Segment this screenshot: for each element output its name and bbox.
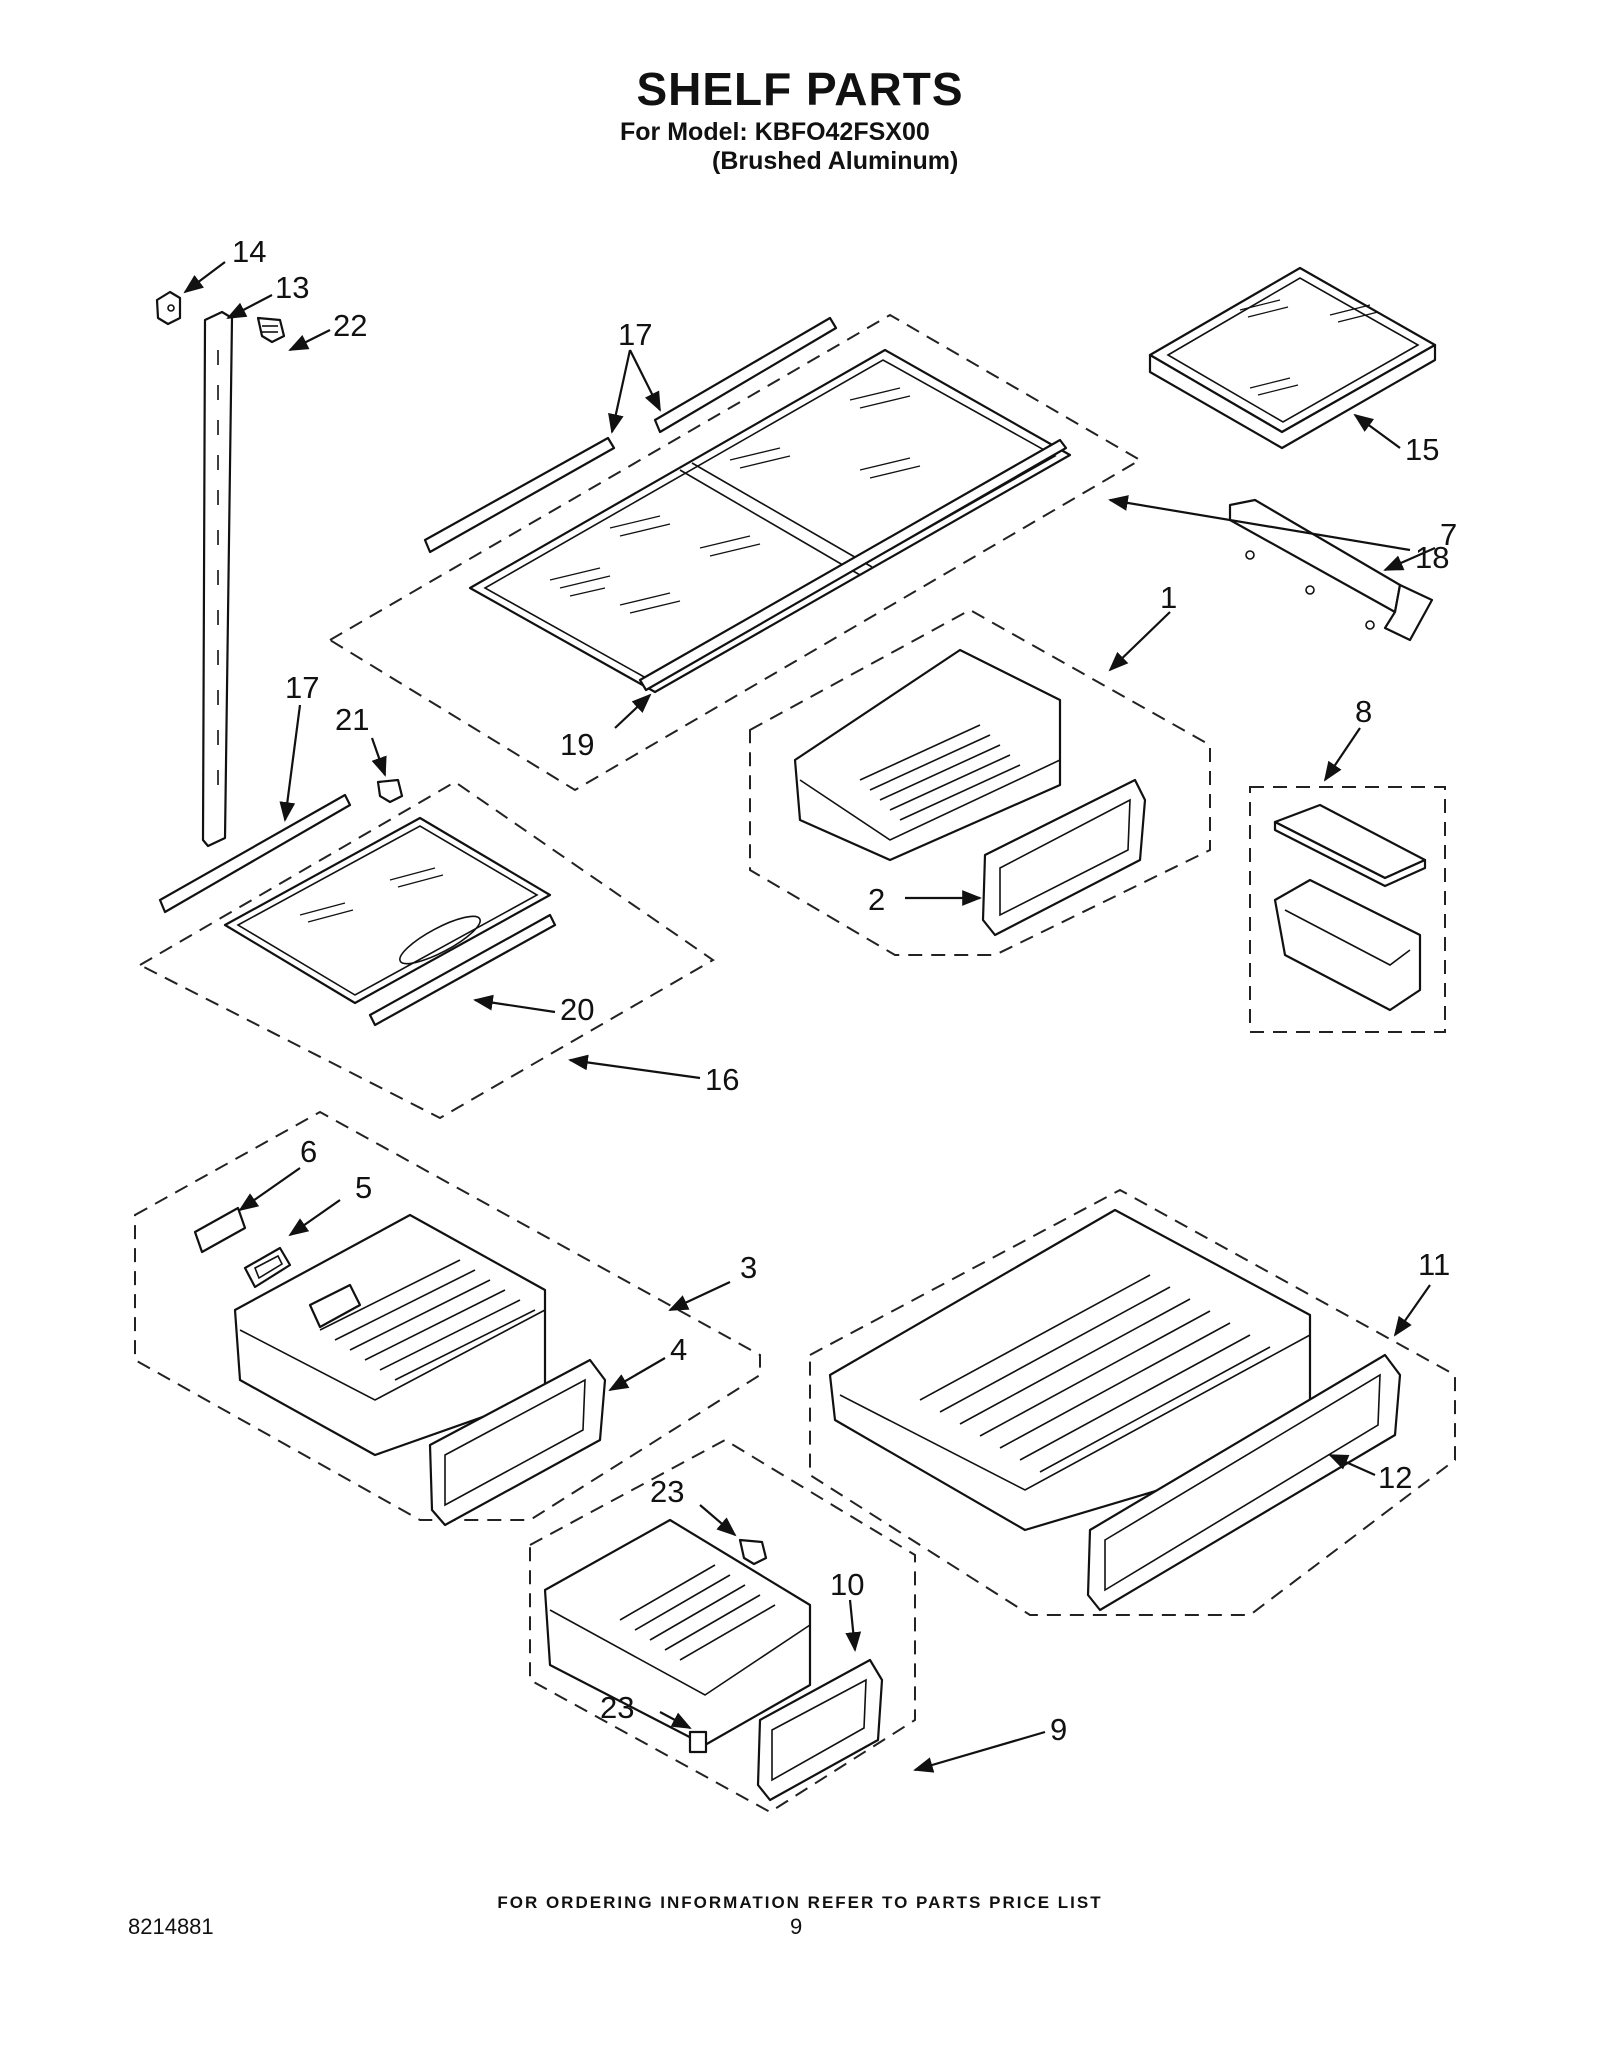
shelf-assembly-18-outline xyxy=(328,313,1142,792)
drawer-assembly-1-outline xyxy=(749,608,1211,956)
drawer-pan-3 xyxy=(233,1213,547,1457)
crisper-rail-7 xyxy=(1228,498,1434,642)
leader-lines xyxy=(183,261,1436,1773)
side-rail-17-upper xyxy=(423,316,838,554)
callout-15: 15 xyxy=(1405,432,1439,467)
finish-line: (Brushed Aluminum) xyxy=(712,147,959,175)
drawer-front-12 xyxy=(1086,1353,1402,1612)
screw-23-lower xyxy=(688,1730,708,1754)
shelf-assembly-16-outline xyxy=(137,780,715,1120)
callout-labels: 14 13 22 17 18 15 7 1 2 8 19 17 21 20 16… xyxy=(232,234,1457,1747)
callout-12: 12 xyxy=(1378,1460,1412,1495)
callout-23-upper: 23 xyxy=(650,1474,684,1509)
compartment-8-outline xyxy=(1249,786,1446,1033)
callout-23-lower: 23 xyxy=(600,1690,634,1725)
callout-9: 9 xyxy=(1050,1712,1067,1747)
clip-14 xyxy=(155,290,182,326)
callout-17-upper: 17 xyxy=(618,317,652,352)
drawer-assembly-11-outline xyxy=(809,1188,1456,1616)
ordering-note: FOR ORDERING INFORMATION REFER TO PARTS … xyxy=(497,1893,1103,1912)
screw-23-upper xyxy=(738,1538,768,1566)
drawer-assembly-9-outline xyxy=(529,1438,916,1814)
callout-2: 2 xyxy=(868,882,885,917)
callout-21: 21 xyxy=(335,702,369,737)
callout-17-lower: 17 xyxy=(285,670,319,705)
callout-22: 22 xyxy=(333,308,367,343)
drawer-front-4 xyxy=(428,1358,607,1527)
callout-11: 11 xyxy=(1418,1247,1450,1282)
drawer-assembly-3-outline xyxy=(134,1110,761,1521)
small-shelf-15 xyxy=(1148,266,1437,450)
drawer-front-2 xyxy=(981,778,1147,937)
callout-5: 5 xyxy=(355,1170,372,1205)
glass-shelf-large xyxy=(468,348,1072,694)
callout-20: 20 xyxy=(560,992,594,1027)
compartment-8 xyxy=(1273,803,1427,1012)
callout-18: 18 xyxy=(1415,540,1449,575)
callout-13: 13 xyxy=(275,270,309,305)
screw-21 xyxy=(376,778,404,804)
page-title: SHELF PARTS xyxy=(636,63,964,115)
drawer-front-10 xyxy=(756,1658,884,1802)
callout-6: 6 xyxy=(300,1134,317,1169)
screw-22 xyxy=(256,316,286,344)
side-rail-17-lower xyxy=(158,793,352,914)
part-5 xyxy=(243,1246,292,1289)
callout-19: 19 xyxy=(560,727,594,762)
callout-1: 1 xyxy=(1160,580,1177,615)
vertical-rail-13 xyxy=(201,310,234,848)
trim-19 xyxy=(638,438,1068,692)
callout-8: 8 xyxy=(1355,694,1372,729)
drawer-pan-1 xyxy=(793,648,1062,862)
drawer-pan-9 xyxy=(543,1518,812,1747)
model-line: For Model: KBFO42FSX00 xyxy=(620,118,930,146)
document-number: 8214881 xyxy=(128,1914,214,1939)
callout-10: 10 xyxy=(830,1567,864,1602)
callout-4: 4 xyxy=(670,1332,687,1367)
page-number: 9 xyxy=(790,1914,803,1939)
callout-7: 7 xyxy=(1440,517,1457,552)
callout-16: 16 xyxy=(705,1062,739,1097)
glass-shelf-20 xyxy=(223,816,557,1027)
callout-14: 14 xyxy=(232,234,266,269)
part-6 xyxy=(193,1206,247,1254)
callout-3: 3 xyxy=(740,1250,757,1285)
